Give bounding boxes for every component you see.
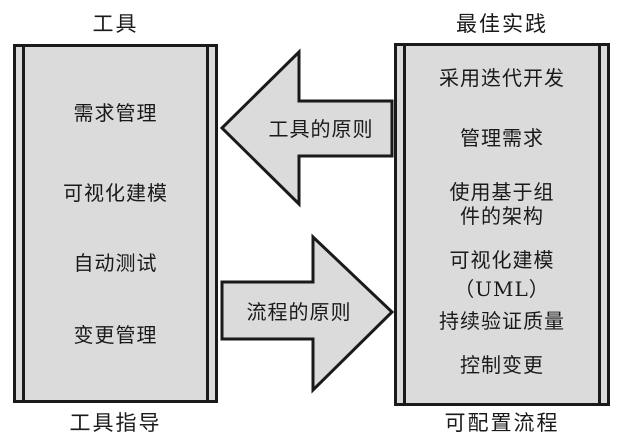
best-practice-item: 控制变更 <box>460 353 544 377</box>
best-practice-item: 管理需求 <box>460 126 544 150</box>
best-practice-item: 使用基于组 件的架构 <box>449 180 555 228</box>
tools-panel-item: 自动测试 <box>73 251 158 275</box>
best-practices-panel: 采用迭代开发 管理需求 使用基于组 件的架构 可视化建模 （UML） 持续验证质… <box>394 43 610 406</box>
best-practice-item: 持续验证质量 <box>439 309 565 333</box>
tools-panel-inner-line-right <box>206 47 209 400</box>
tools-panel-item: 可视化建模 <box>63 181 168 205</box>
best-practice-item: 可视化建模 （UML） <box>449 248 555 301</box>
right-arrow-label: 流程的原则 <box>246 300 352 324</box>
best-practices-panel-inner-line-right <box>598 46 601 403</box>
left-panel-caption: 工具指导 <box>69 411 162 435</box>
tools-panel-item: 需求管理 <box>73 101 158 125</box>
right-panel-caption: 可配置流程 <box>444 411 560 435</box>
best-practices-panel-inner-line-left <box>403 46 406 403</box>
tools-panel: 需求管理 可视化建模 自动测试 变更管理 <box>13 44 218 403</box>
tools-panel-item: 变更管理 <box>73 323 158 347</box>
left-panel-title: 工具 <box>92 12 139 36</box>
right-panel-title: 最佳实践 <box>456 12 548 36</box>
best-practice-item: 采用迭代开发 <box>439 66 565 90</box>
left-arrow-label: 工具的原则 <box>268 117 374 141</box>
tools-panel-inner-line-left <box>22 47 25 400</box>
